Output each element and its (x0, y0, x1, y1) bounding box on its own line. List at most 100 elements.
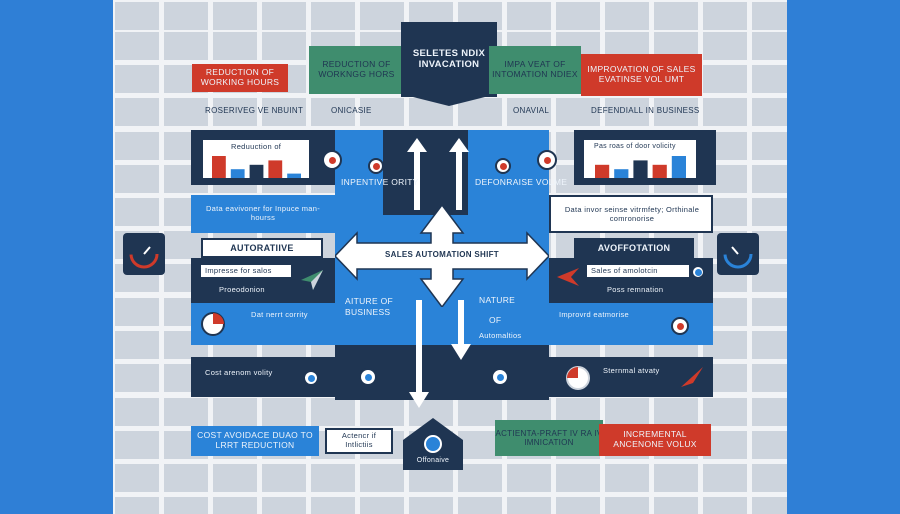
chart-bar (268, 160, 283, 178)
grid-cell (311, 497, 355, 514)
grid-cell (752, 32, 787, 60)
chart-bar (633, 160, 648, 178)
grid-cell (213, 32, 257, 60)
grid-cell (115, 165, 159, 193)
left-increase-sub: Proeodonion (219, 285, 265, 294)
middle-target-icon-left (322, 150, 342, 170)
right-gauge-icon (717, 233, 759, 275)
subtitle-3: Onavial (513, 106, 550, 115)
grid-cell (556, 464, 600, 492)
left-desc-panel: Data eavivoner for Inpuce man-hourss (191, 195, 335, 233)
grid-cell (752, 398, 787, 426)
left-pie-icon (201, 312, 225, 336)
grid-cell (654, 2, 698, 30)
right-bar-chart (595, 156, 686, 178)
grid-cell (703, 65, 747, 93)
right-desc-panel: Data invor seinse vitrmfety; Orthinale c… (549, 195, 713, 233)
top-center-pointer-icon (401, 94, 497, 106)
left-cost-target-icon (303, 370, 319, 386)
middle-target-icon-left-2 (368, 158, 384, 174)
subtitle-2: Onicasie (331, 106, 372, 115)
grid-cell (654, 98, 698, 126)
grid-cell (311, 464, 355, 492)
left-section-title: Autoratiive (201, 238, 323, 258)
bottom-right-red-box: Incremental Ancenone Volux (599, 424, 711, 456)
grid-cell (115, 2, 159, 30)
grid-cell (262, 398, 306, 426)
top-left-green-box: Reduction of Workngg Hors (309, 46, 404, 94)
grid-cell (409, 497, 453, 514)
grid-cell (556, 497, 600, 514)
arrow-up-icon-1 (407, 138, 427, 210)
grid-cell (213, 98, 257, 126)
lower-target-icon-left (359, 368, 377, 386)
grid-cell (115, 431, 159, 459)
grid-cell (752, 431, 787, 459)
chart-bar (595, 164, 610, 178)
arrow-down-icon (409, 300, 429, 408)
grid-cell (311, 2, 355, 30)
grid-cell (164, 464, 208, 492)
grid-cell (115, 398, 159, 426)
grid-cell (458, 497, 502, 514)
grid-cell (605, 398, 649, 426)
left-gauge-icon (123, 233, 165, 275)
grid-cell (164, 2, 208, 30)
grid-cell (115, 132, 159, 160)
grid-cell (654, 497, 698, 514)
grid-cell (360, 497, 404, 514)
diagram-canvas: Reduction of Working Hours Reduction of … (113, 0, 787, 514)
grid-cell (458, 431, 502, 459)
grid-cell (752, 165, 787, 193)
grid-cell (213, 464, 257, 492)
right-external-plane-icon (681, 367, 703, 387)
middle-left-bottom-label: Aiture of Business (345, 296, 394, 318)
left-chart-panel: Reduuction of (191, 130, 335, 185)
top-center-box: Seletes ndix Invacation (401, 22, 497, 97)
right-improved-target-icon (671, 317, 689, 335)
top-right-red-box: Improvation of Sales Evatinse Vol Umt (581, 54, 702, 96)
left-paper-plane-icon (301, 270, 323, 290)
middle-target-icon-right-2 (495, 158, 511, 174)
grid-cell (164, 231, 208, 259)
grid-cell (262, 2, 306, 30)
grid-cell (703, 464, 747, 492)
middle-right-bottom-label-2: of (489, 315, 502, 325)
grid-cell (654, 398, 698, 426)
left-chart-title: Reduuction of (231, 142, 282, 151)
grid-cell (752, 98, 787, 126)
grid-cell (507, 2, 551, 30)
right-improved-panel: Improvrd eatmorise (549, 303, 713, 345)
grid-cell (605, 464, 649, 492)
grid-cell (556, 2, 600, 30)
right-paper-plane-icon (557, 268, 579, 286)
grid-cell (752, 331, 787, 359)
arrow-down-icon-2 (451, 300, 471, 360)
grid-cell (164, 32, 208, 60)
right-sales-panel: Sales of amolotcin Poss remnation (549, 258, 713, 303)
grid-cell (703, 2, 747, 30)
grid-cell (458, 398, 502, 426)
grid-cell (213, 2, 257, 30)
grid-cell (262, 32, 306, 60)
grid-cell (752, 364, 787, 392)
grid-cell (115, 497, 159, 514)
grid-cell (360, 464, 404, 492)
chart-bar (230, 169, 245, 178)
grid-cell (703, 32, 747, 60)
chart-bar (652, 164, 667, 178)
middle-left-column (383, 130, 438, 215)
grid-cell (752, 2, 787, 30)
middle-right-bottom-label-1: Nature (479, 295, 516, 305)
right-chart-frame: Pas roas of door volicity (582, 138, 698, 180)
left-chart-frame: Reduuction of (201, 138, 311, 180)
grid-cell (507, 98, 551, 126)
grid-cell (115, 464, 159, 492)
arrow-up-icon-2 (449, 138, 469, 210)
grid-cell (458, 98, 502, 126)
right-section-title: Avoffotation (574, 238, 694, 258)
grid-cell (115, 331, 159, 359)
right-external-text: Sternmal atvaty (603, 366, 660, 375)
chart-bar (212, 156, 226, 178)
grid-cell (115, 32, 159, 60)
